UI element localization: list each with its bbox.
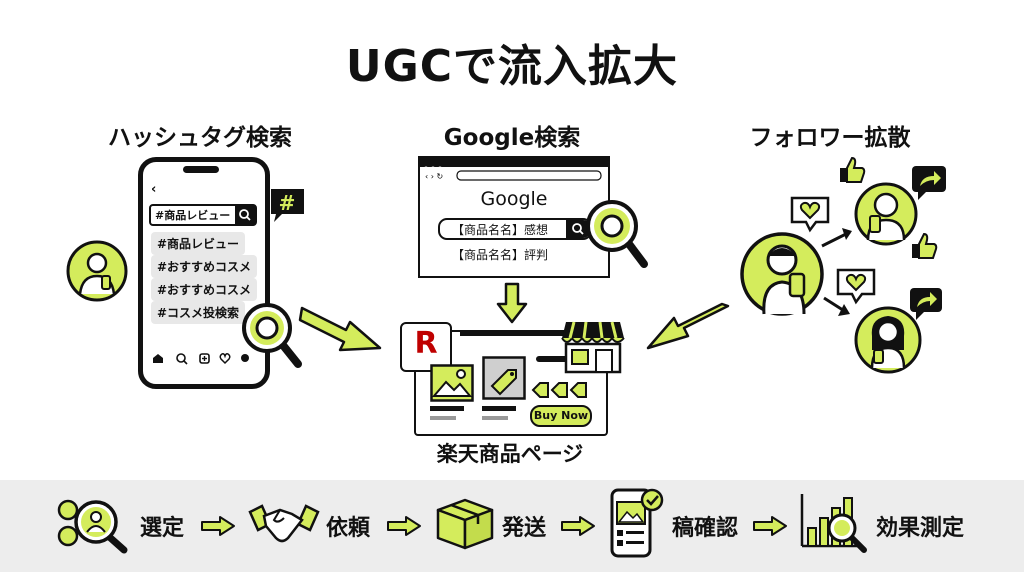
- hashtag-chip[interactable]: #商品レビュー: [151, 232, 246, 255]
- hashtag-chip[interactable]: #コスメ投検索: [151, 301, 246, 324]
- page-text-line: [430, 416, 456, 420]
- hashtag-section-title: ハッシュタグ検索: [108, 125, 292, 151]
- share-bubble-icon: [910, 288, 942, 320]
- follower-section-title: フォロワー拡散: [749, 125, 911, 151]
- profile-icon: [241, 354, 249, 362]
- step-label: 選定: [140, 516, 185, 541]
- product-image-icon: [482, 356, 526, 400]
- search-icon: [176, 353, 186, 363]
- user-avatar-icon: [66, 240, 128, 302]
- handshake-icon: [248, 504, 320, 543]
- hashtag-chip[interactable]: #おすすめコスメ: [151, 278, 258, 301]
- arrow-right-down-icon: [298, 306, 382, 352]
- page-header-bar: [460, 330, 576, 336]
- step-label: 依頼: [326, 516, 371, 541]
- share-bubble-icon: [912, 166, 946, 200]
- step-label: 稿確認: [672, 516, 739, 541]
- step-arrow-icon: [387, 516, 421, 536]
- google-search-input[interactable]: 【商品名名】感想: [438, 218, 592, 240]
- heart-icon: [219, 353, 231, 365]
- chart-magnifier-icon: [800, 494, 867, 553]
- add-icon: [199, 353, 210, 364]
- svg-text:#: #: [279, 191, 296, 215]
- main-user-avatar-icon: [740, 232, 824, 316]
- page-text-line: [482, 416, 508, 420]
- browser-toolbar: ‹ › ↻: [425, 170, 602, 181]
- hashtag-search-input[interactable]: #商品レビュー: [149, 204, 257, 226]
- google-section-title: Google検索: [443, 125, 581, 151]
- storefront-icon: [561, 321, 625, 374]
- follower-network: [740, 156, 946, 374]
- thumbs-up-icon: [912, 232, 938, 259]
- heart-bubble-icon: [836, 268, 876, 305]
- step-label: 効果測定: [876, 516, 965, 541]
- magnifier-icon: [586, 200, 648, 268]
- phone-bottom-nav: [153, 353, 249, 365]
- thumbs-up-icon: [840, 156, 866, 183]
- hashtag-chip[interactable]: #おすすめコスメ: [151, 255, 258, 278]
- step-arrow-icon: [753, 516, 787, 536]
- price-tags-icon: [531, 382, 587, 398]
- page-text-line: [482, 406, 516, 411]
- page-text-line: [430, 406, 464, 411]
- step-label: 発送: [502, 516, 547, 541]
- hashtag-bubble-icon: #: [271, 189, 304, 222]
- search-value: #商品レビュー: [155, 209, 231, 222]
- image-placeholder-icon: [430, 364, 474, 402]
- rakuten-letter: R: [414, 326, 438, 361]
- browser-window: ‹ › ↻ Google 【商品名名】感想 【商品名名】評判: [418, 156, 610, 278]
- page-title: UGCで流入拡大: [345, 41, 679, 92]
- magnifier-icon: [242, 303, 302, 368]
- step-arrow-icon: [561, 516, 595, 536]
- browser-titlebar: [420, 158, 608, 171]
- step-arrow-icon: [201, 516, 235, 536]
- follower-avatar-icon: [854, 182, 918, 246]
- user-search-icon: [57, 499, 128, 554]
- search-icon[interactable]: [566, 220, 590, 238]
- post-check-icon: [610, 488, 664, 558]
- phone-notch: [183, 166, 219, 173]
- home-icon: [153, 354, 163, 363]
- heart-bubble-icon: [790, 196, 830, 233]
- google-suggestion[interactable]: 【商品名名】評判: [452, 248, 549, 262]
- back-chevron-icon[interactable]: ‹: [151, 182, 157, 197]
- follower-avatar-icon: [854, 306, 922, 374]
- rakuten-logo: R: [400, 322, 452, 372]
- search-icon[interactable]: [235, 206, 255, 224]
- package-icon: [436, 498, 494, 550]
- page-text-line: [536, 356, 570, 362]
- svg-text:‹ › ↻: ‹ › ↻: [425, 172, 443, 181]
- google-logo: Google: [480, 188, 548, 210]
- arrow-left-down-icon: [646, 302, 730, 350]
- arrow-down-icon: [496, 282, 528, 324]
- google-query: 【商品名名】感想: [452, 223, 549, 237]
- rakuten-page-label: 楽天商品ページ: [436, 442, 584, 466]
- phone-mockup: ‹ #商品レビュー #商品レビュー #おすすめコスメ #おすすめコスメ #コスメ…: [138, 157, 270, 389]
- buy-now-button[interactable]: Buy Now: [530, 405, 592, 427]
- address-bar: [456, 170, 602, 181]
